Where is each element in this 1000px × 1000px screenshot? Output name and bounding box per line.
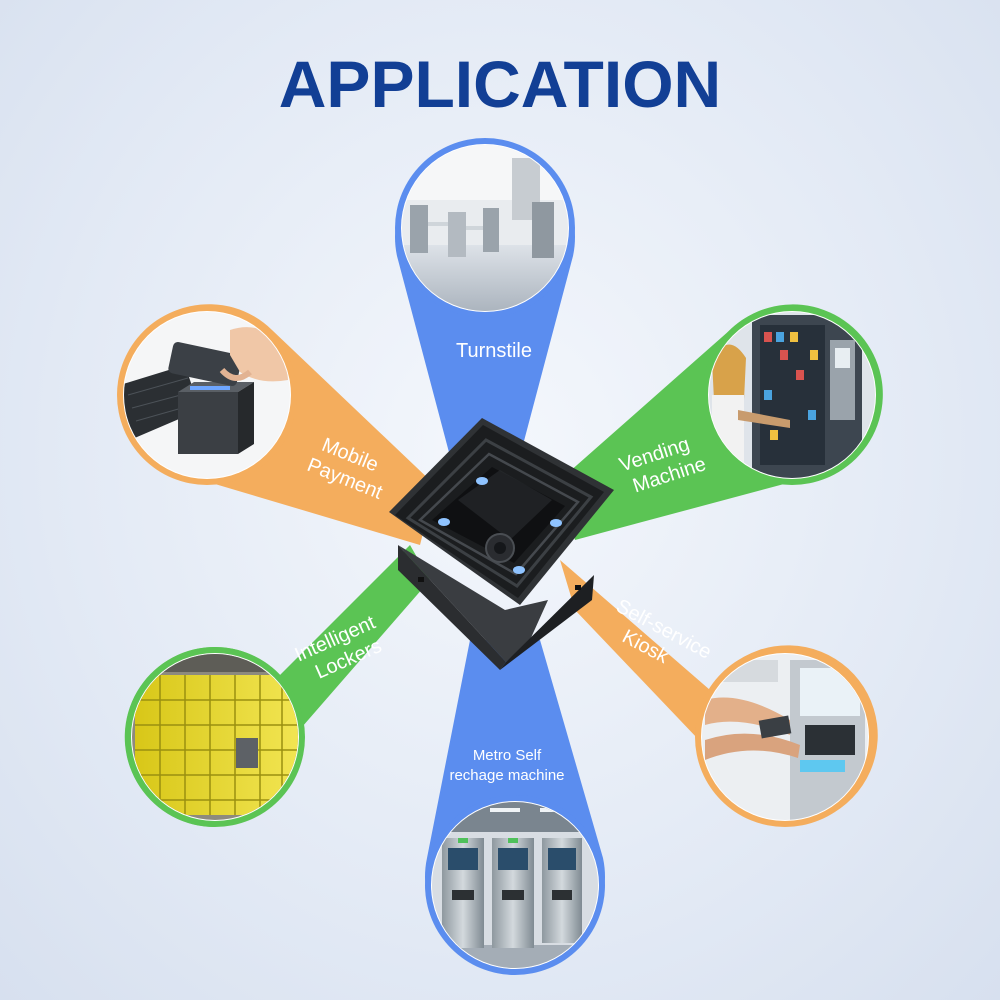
mobile-payment-photo bbox=[124, 312, 290, 478]
self-service-kiosk-photo bbox=[702, 654, 868, 820]
label-metro-line1: Metro Self bbox=[473, 747, 542, 764]
page-title: APPLICATION bbox=[278, 47, 722, 121]
qr-scanner-module-icon bbox=[389, 418, 614, 670]
metro-recharge-photo bbox=[432, 802, 598, 968]
intelligent-lockers-photo bbox=[132, 654, 298, 820]
label-metro-line2: rechage machine bbox=[449, 767, 564, 784]
label-turnstile: Turnstile bbox=[456, 340, 532, 362]
